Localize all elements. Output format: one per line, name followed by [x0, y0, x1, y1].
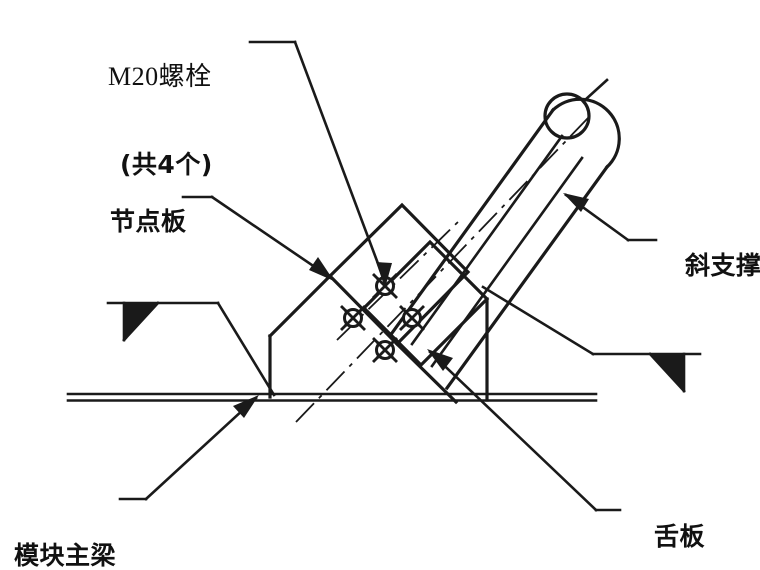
label-tongue-plate-text: 舌板 — [654, 522, 706, 551]
label-bolt-line1: M20螺栓 — [108, 62, 212, 91]
leader-diagonal-brace — [563, 193, 658, 242]
label-bolt-line2: (共4个) — [120, 150, 213, 180]
centerlines — [295, 117, 589, 423]
leader-gusset-plate — [181, 195, 334, 281]
label-tongue-plate: 舌板 — [627, 493, 705, 570]
label-diagonal-brace: 斜支撑 — [658, 222, 760, 310]
weld-symbol-left — [106, 301, 276, 397]
gusset-plate-graphic — [327, 202, 471, 347]
leader-bolt — [248, 40, 392, 288]
bolt-2 — [340, 305, 366, 331]
label-gusset-plate-text: 节点板 — [110, 207, 187, 236]
bolt-3 — [399, 305, 425, 331]
leader-tongue-plate — [427, 349, 622, 512]
label-bolt: M20螺栓 (共4个) — [108, 4, 213, 238]
diagonal-brace-graphic — [389, 78, 621, 391]
main-beam-flange-graphic — [66, 392, 598, 402]
leader-main-beam-flange — [118, 395, 259, 501]
label-diagonal-brace-text: 斜支撑 — [685, 251, 760, 280]
label-gusset-plate: 节点板 — [83, 178, 187, 266]
gusset-stiffener-graphic — [267, 273, 459, 405]
weld-symbol-right — [481, 285, 702, 393]
label-main-beam-flange: 模块主梁 翼缘 — [14, 483, 116, 570]
bolt-4 — [372, 337, 398, 363]
label-main-beam-flange-line1: 模块主梁 — [14, 541, 117, 570]
bolt-group — [340, 273, 425, 363]
